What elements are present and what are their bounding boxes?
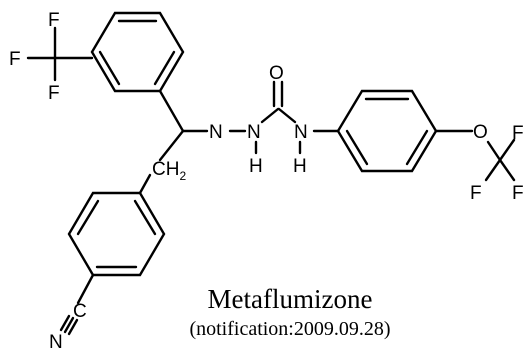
atom-f-ocf3-top: F — [512, 123, 524, 144]
right-ring-double-2 — [405, 129, 429, 166]
atom-o-ether: O — [473, 122, 488, 143]
lower-ring-double-1 — [133, 199, 157, 236]
notification-date: (notification:2009.09.28) — [189, 318, 390, 340]
compound-name: Metaflumizone — [208, 284, 373, 314]
upper-benzene-ring — [90, 11, 185, 93]
bond-lines — [26, 11, 516, 336]
bond-ch-to-ch2 — [158, 129, 185, 162]
atom-o-carbonyl: O — [269, 63, 284, 84]
bond-ring-to-ch — [158, 89, 185, 133]
atom-labels: F F F N N H O N H CH2 O F F F C N — [9, 10, 524, 351]
atom-f-cf3-left: F — [9, 49, 21, 70]
bond-ocf3-f-right — [498, 158, 516, 182]
atom-ch2: CH2 — [152, 159, 186, 183]
upper-ring-double-3 — [98, 50, 121, 86]
atom-f-ocf3-right: F — [512, 183, 524, 204]
bond-ocf3-f-left — [484, 158, 502, 182]
bond-ch2-to-lower-ring — [138, 173, 152, 195]
right-benzene-ring — [336, 89, 438, 173]
nitrile-bond-3 — [67, 318, 79, 336]
bond-ocf3-f-top — [498, 138, 516, 162]
right-ring-double-3 — [345, 129, 369, 166]
atom-f-ocf3-left: F — [470, 183, 482, 204]
lower-ring-double-3 — [76, 199, 100, 236]
bond-ring-to-nitrile — [76, 273, 95, 305]
atom-h-hydrazine-2: H — [249, 156, 263, 177]
bond-n2-to-c — [260, 107, 280, 124]
atom-n-hydrazine-2: N — [247, 122, 261, 143]
atom-n-urea: N — [294, 122, 308, 143]
bond-o-to-cf3 — [486, 140, 502, 162]
lower-benzene-ring — [67, 191, 166, 277]
nitrile-bond-2 — [63, 316, 75, 334]
bond-c-to-n3 — [277, 107, 297, 124]
upper-ring-double-2 — [153, 50, 176, 86]
atom-n-nitrile: N — [49, 332, 63, 351]
atom-f-cf3-top: F — [48, 10, 60, 31]
atom-f-cf3-bottom: F — [48, 83, 60, 104]
atom-c-nitrile: C — [73, 301, 87, 322]
atom-h-urea: H — [293, 156, 307, 177]
nitrile-bond-1 — [59, 314, 71, 332]
caption: Metaflumizone (notification:2009.09.28) — [189, 284, 390, 340]
atom-n-hydrazine-1: N — [209, 122, 223, 143]
